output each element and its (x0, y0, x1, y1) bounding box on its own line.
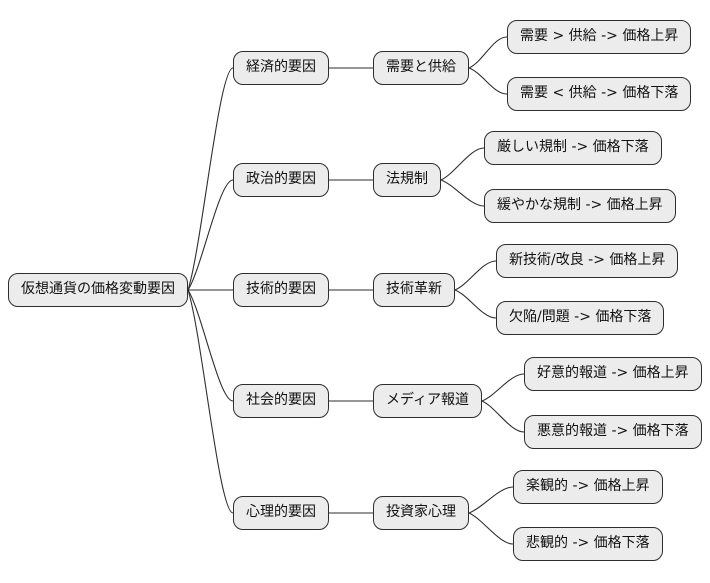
edge-sub-leaf-4-1 (481, 373, 525, 402)
node-sub-4: メディア報道 (373, 384, 483, 418)
node-sub-1: 需要と供給 (373, 51, 469, 85)
edge-sub-leaf-2-1 (440, 147, 485, 181)
node-leaf-2-1: 厳しい規制 -> 価格下落 (484, 131, 662, 165)
node-sub-2: 法規制 (373, 163, 441, 197)
node-leaf-3-1: 新技術/改良 -> 価格上昇 (496, 244, 679, 278)
node-leaf-4-2: 悪意的報道 -> 価格下落 (524, 415, 702, 449)
edge-sub-leaf-1-1 (468, 36, 508, 69)
edge-sub-leaf-5-2 (468, 512, 514, 545)
edge-root-branch-5 (187, 289, 234, 514)
edge-sub-leaf-3-2 (454, 289, 497, 319)
edge-sub-leaf-3-1 (454, 260, 497, 291)
node-branch-2: 政治的要因 (233, 163, 329, 197)
edge-root-branch-4 (187, 289, 234, 402)
edge-sub-leaf-1-2 (468, 67, 508, 95)
node-leaf-4-1: 好意的報道 -> 価格上昇 (524, 357, 702, 391)
node-leaf-2-2: 緩やかな規制 -> 価格上昇 (484, 189, 676, 223)
node-leaf-5-2: 悲観的 -> 価格下落 (513, 527, 663, 561)
node-branch-5: 心理的要因 (233, 496, 329, 530)
node-leaf-1-1: 需要 > 供給 -> 価格上昇 (507, 20, 692, 54)
edge-sub-leaf-5-1 (468, 486, 514, 514)
edge-sub-leaf-4-2 (481, 400, 525, 433)
node-branch-4: 社会的要因 (233, 384, 329, 418)
node-branch-1: 経済的要因 (233, 51, 329, 85)
edge-root-branch-2 (187, 179, 234, 291)
node-sub-5: 投資家心理 (373, 496, 469, 530)
edge-sub-leaf-2-2 (440, 179, 485, 207)
node-leaf-5-1: 楽観的 -> 価格上昇 (513, 470, 663, 504)
edge-root-branch-1 (187, 67, 234, 291)
node-leaf-3-2: 欠陥/問題 -> 価格下落 (496, 301, 665, 335)
node-root: 仮想通貨の価格変動要因 (8, 273, 188, 307)
node-sub-3: 技術革新 (373, 273, 455, 307)
node-branch-3: 技術的要因 (233, 273, 329, 307)
node-leaf-1-2: 需要 < 供給 -> 価格下落 (507, 77, 692, 111)
